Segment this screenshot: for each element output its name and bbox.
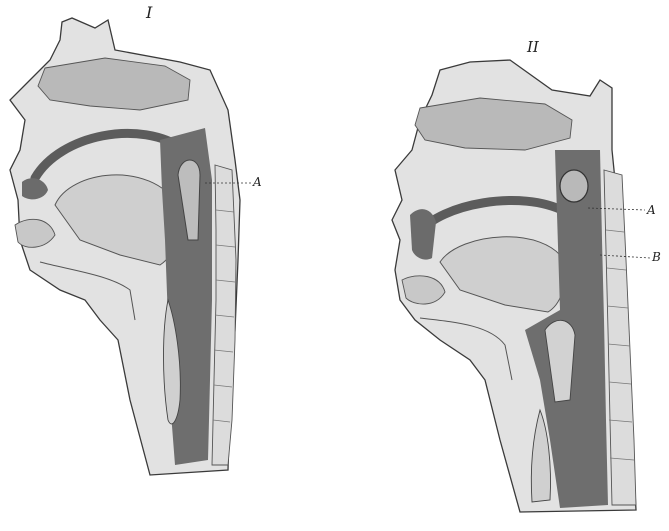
figure-2-upper-lip bbox=[410, 209, 436, 259]
figure-2-callout-a: A bbox=[647, 203, 656, 217]
figure-2-nasal-cavity bbox=[415, 98, 572, 150]
figure-2-callout-b: B bbox=[652, 250, 661, 264]
figure-2-drawing bbox=[392, 60, 650, 512]
figure-2-numeral: II bbox=[527, 38, 539, 56]
figure-1-numeral: I bbox=[146, 3, 152, 22]
figure-1-callout-a: A bbox=[253, 175, 262, 189]
figure-1-drawing bbox=[10, 18, 252, 475]
figure-2-nasopharynx bbox=[560, 170, 588, 202]
